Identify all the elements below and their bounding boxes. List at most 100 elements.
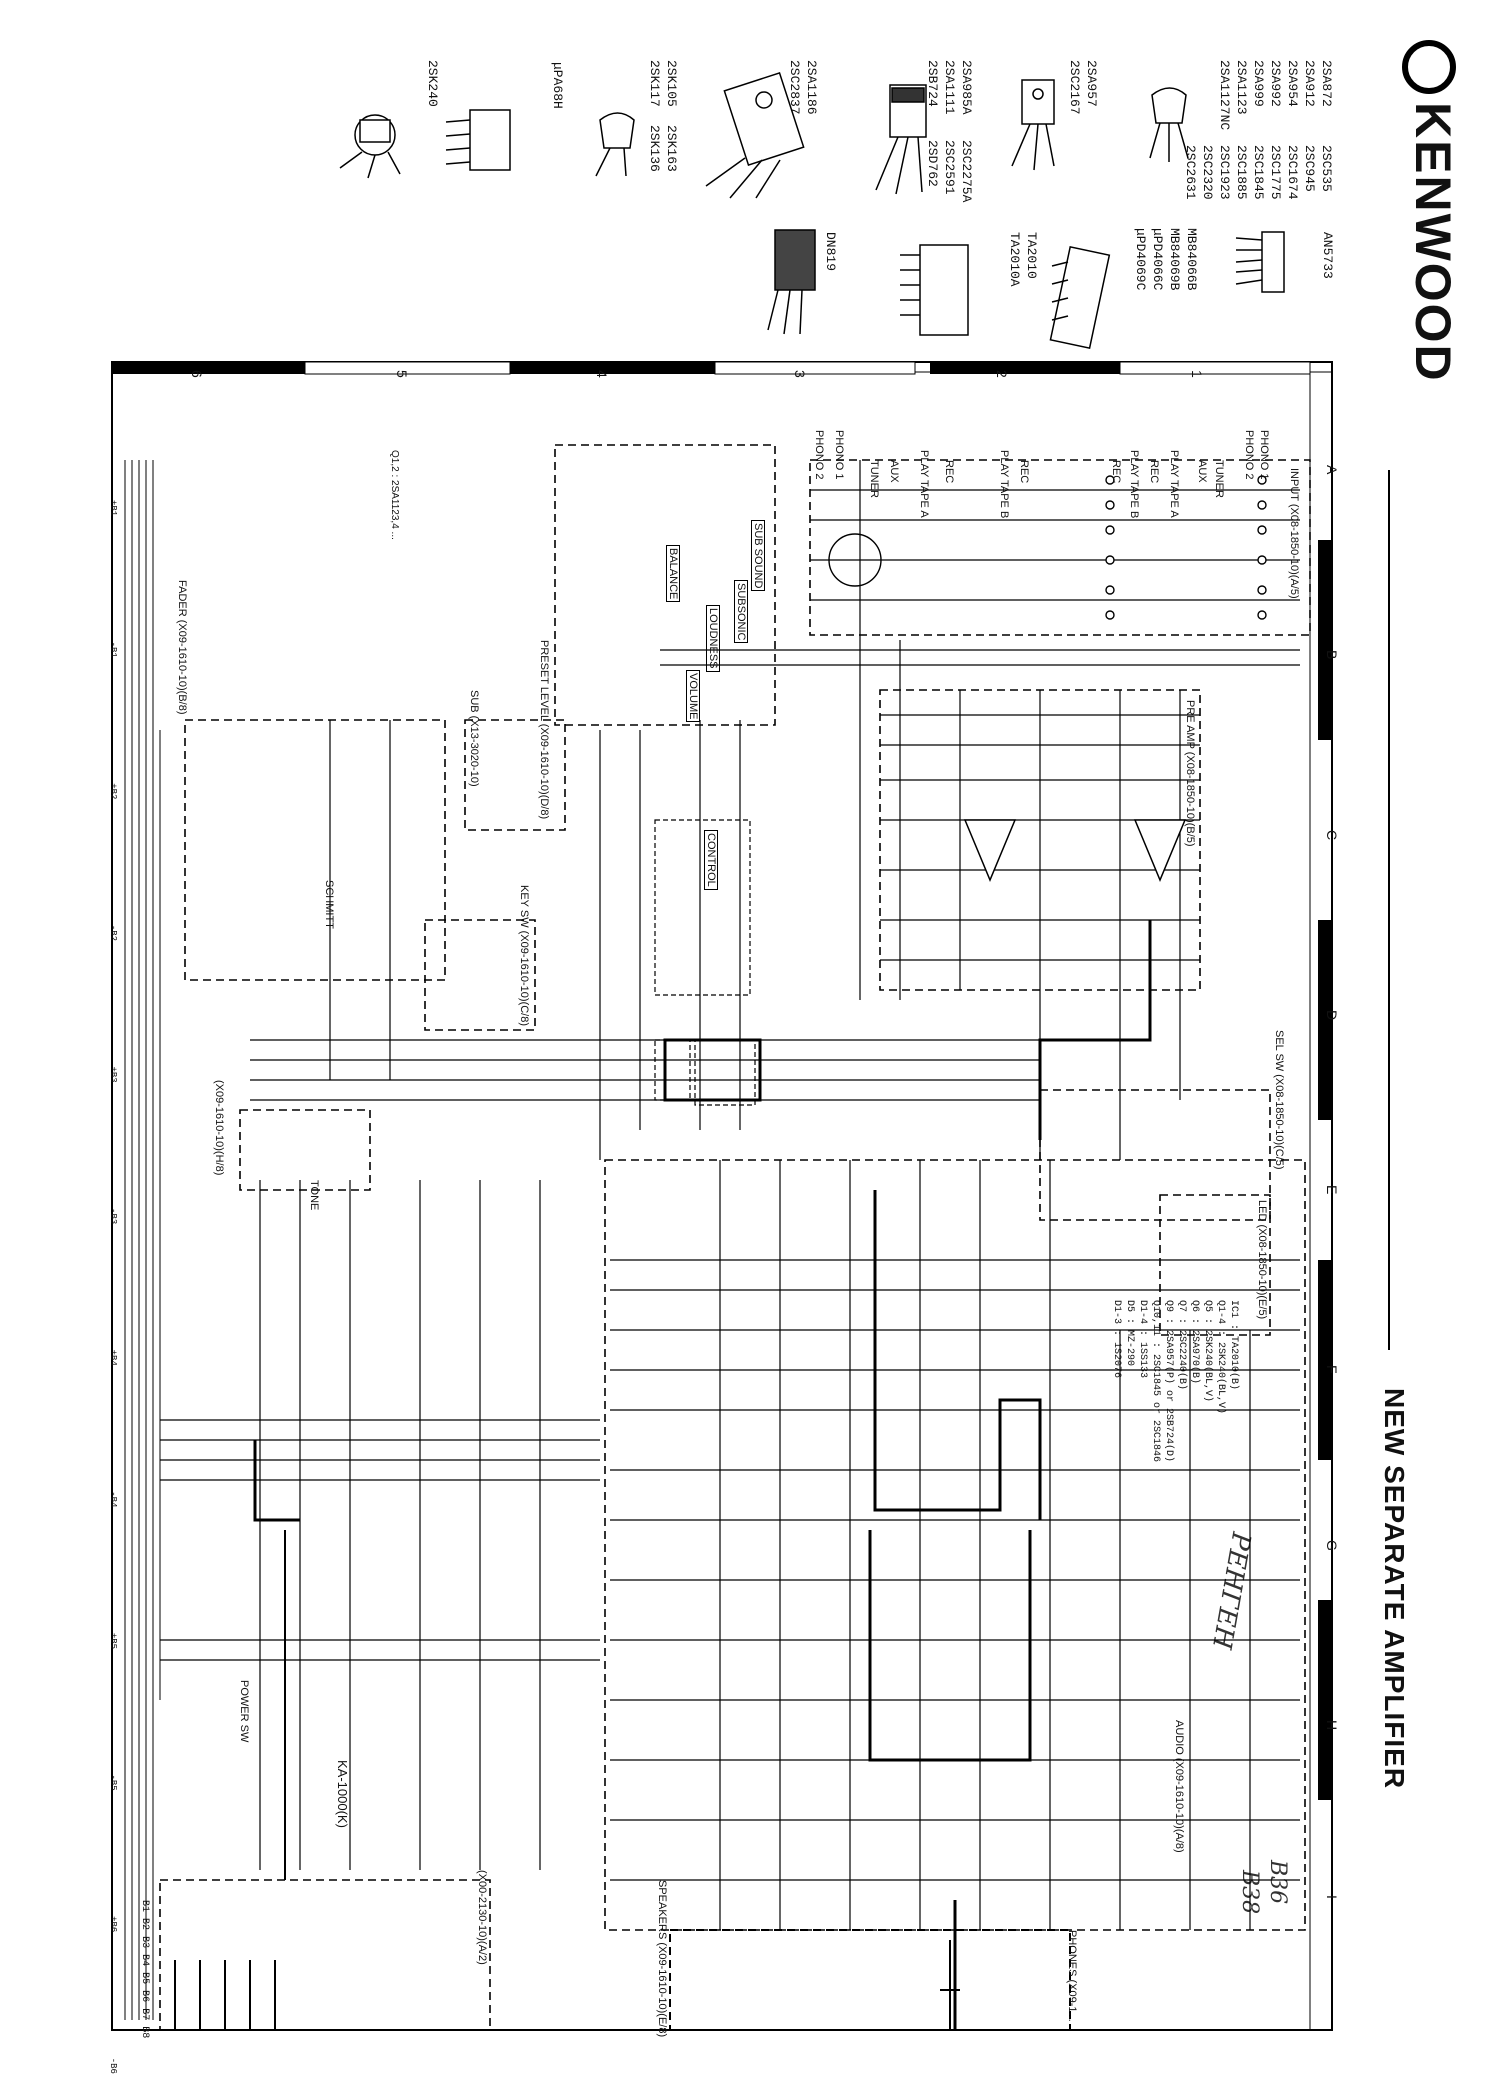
bus-label: +B5 [108, 1632, 118, 1650]
control-loudness: LOUDNESS [706, 605, 720, 672]
frame-bar-right [1318, 540, 1332, 1800]
power-tap: B1 [139, 1900, 150, 1913]
block-label-power: (X00-2130-10)(A/2) [476, 1870, 488, 1965]
bus-label: -B6 [108, 2057, 118, 2074]
ic-box [694, 1039, 756, 1106]
dip-package [1049, 245, 1111, 349]
block-label-speakers: SPEAKERS (X09-1610-10)(E/8) [656, 1880, 668, 2038]
model-label: KA-1000(K) [335, 1760, 350, 1828]
title-rule [1388, 470, 1390, 1350]
block-audio [604, 1159, 1306, 1931]
power-tap: B3 [139, 1936, 150, 1949]
bus-label: -B4 [108, 1491, 118, 1508]
block-input [809, 459, 1311, 636]
grid-row-2: 2 [994, 370, 1010, 378]
input-label: TUNER [868, 460, 880, 498]
input-label: PHONO 2 [1243, 430, 1255, 480]
power-tap: B4 [139, 1954, 150, 1967]
input-label: REC [943, 460, 955, 484]
input-label: TUNER [1213, 460, 1225, 498]
block-selsw [1039, 1089, 1271, 1221]
power-tap: B6 [139, 1990, 150, 2003]
bus-label: +B2 [108, 783, 118, 800]
block-label-keysw: KEY SW (X09-1610-10)(C/8) [518, 885, 530, 1027]
grid-col-B: B [1324, 650, 1340, 660]
an5733-package [1235, 231, 1285, 293]
control-control: CONTROL [704, 830, 718, 890]
grid-row-4: 4 [594, 370, 610, 378]
dn819-package [767, 229, 816, 335]
frame-bar-top [112, 361, 1311, 375]
grid-col-E: E [1324, 1185, 1340, 1195]
bus-label: +B6 [108, 1916, 118, 1933]
block-label-selsw: SEL SW (X08-1850-10)(C/5) [1273, 1030, 1285, 1170]
upa68h-package [445, 109, 511, 171]
wires-v [259, 460, 1251, 1930]
heavy-wires [253, 920, 1152, 2030]
control-balance: BALANCE [666, 545, 680, 603]
power-taps: B1 B2 B3 B4 B5 B6 B7 B8 [138, 1900, 150, 2038]
power-tap: B5 [139, 1972, 150, 1985]
led-legend-item: IC1 : TA2010(B) [1228, 1300, 1239, 1391]
block-label-sub: SUB (X13-3020-10) [468, 690, 480, 787]
block-label-phones: PHONES (X09-1... [1066, 1930, 1078, 2022]
to220-package [875, 84, 927, 195]
control-sub-sound: SUB SOUND [751, 520, 765, 592]
input-label: PHONO 2 [813, 430, 825, 480]
block-led [1159, 1194, 1271, 1336]
block-power [159, 1879, 491, 2031]
block-preset [554, 444, 776, 726]
transformer [174, 1960, 276, 2030]
fet-package [595, 112, 635, 177]
block-label-preamp: PRE AMP (X08-1850-10)(B/5) [1184, 700, 1196, 847]
grid-row-1: 1 [1189, 370, 1205, 378]
frame [111, 361, 1333, 2031]
block-sub [464, 719, 566, 831]
input-label: REC [1110, 460, 1122, 484]
ic-box [654, 1039, 691, 1101]
led-legend-item: Q5 : 2SK240(BL,V) [1202, 1300, 1213, 1403]
wires [160, 489, 1300, 1881]
led-legend-item: Q10,11 : 2SC1845 or 2SC1846 [1150, 1300, 1161, 1463]
bus-label: -B5 [108, 1774, 118, 1791]
input-label: PLAY TAPE B [1128, 450, 1140, 519]
block-label-x09h: (X09-1610-10)(H/8) [213, 1080, 225, 1176]
block-fader [184, 719, 446, 981]
power-tap: B7 [139, 2008, 150, 2021]
opamps [963, 819, 1187, 882]
input-label: AUX [888, 460, 900, 483]
led-legend-item: D5 : MZ-290 [1124, 1300, 1135, 1367]
to92-package [1149, 87, 1189, 162]
led-legend-item: Q6 : 2SA970(B) [1189, 1300, 1200, 1385]
grid-col-F: F [1324, 1365, 1340, 1374]
ta2010-package [900, 244, 969, 336]
led-legend-item: D1-3 : 1S2076 [1111, 1300, 1122, 1379]
grid-col-G: G [1324, 1540, 1340, 1551]
bus-label: -B3 [108, 1208, 118, 1225]
grid-row-3: 3 [792, 370, 808, 378]
bus-labels: +B1 -B1 +B2 -B2 +B3 -B3 +B4 -B4 +B5 -B5 … [108, 500, 118, 2074]
input-label: REC [1018, 460, 1030, 484]
bus-label: +B1 [108, 500, 118, 517]
block-keysw [424, 919, 536, 1031]
led-legend-item: Q1-4 : 2SK240(BL,V) [1215, 1300, 1226, 1415]
control-volume: VOLUME [686, 670, 700, 723]
block-label-preset: PRESET LEVEL (X09-1610-10)(D/8) [538, 640, 550, 820]
note-mid: Q1,2 : 2SA1123,4 ... [389, 450, 400, 540]
grid-col-C: C [1324, 830, 1340, 841]
input-label: PLAY TAPE B [998, 450, 1010, 519]
grid-row-6: 6 [189, 370, 205, 378]
grid-col-H: H [1324, 1720, 1340, 1731]
bus-label: +B4 [108, 1349, 118, 1366]
switch-schmitt: SCHMITT [323, 880, 335, 929]
input-label: AUX [1196, 460, 1208, 483]
switch-tone: TONE [308, 1180, 320, 1211]
speaker-block [669, 1929, 1071, 2031]
bus-label: +B3 [108, 1066, 118, 1083]
bus-label: -B2 [108, 924, 118, 942]
input-label: REC [1148, 460, 1160, 484]
input-label: PHONO 1 [1258, 430, 1270, 480]
grid-col-A: A [1324, 465, 1340, 475]
input-label: PLAY TAPE A [1168, 450, 1180, 518]
